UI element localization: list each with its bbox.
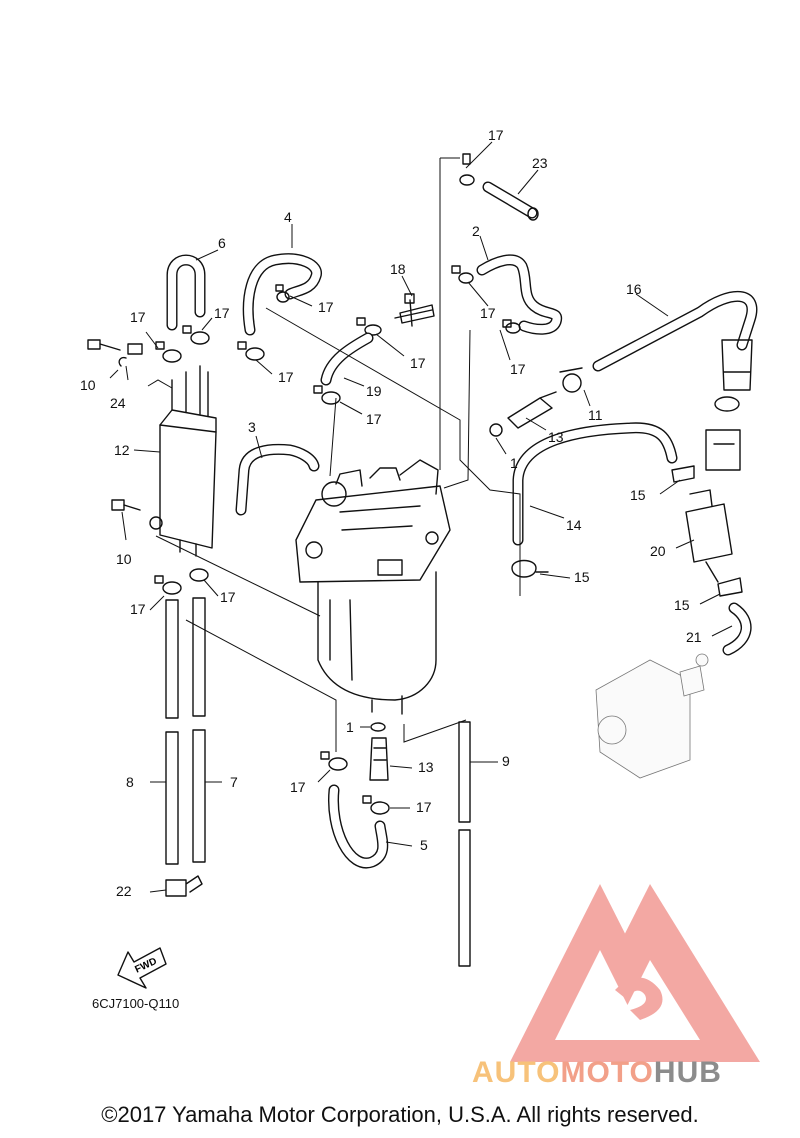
- hose-3: [235, 443, 320, 516]
- hose-2: [476, 254, 563, 335]
- hose-clip-17-3: [502, 319, 521, 334]
- callout-2: 2: [472, 223, 480, 239]
- callout-17: 17: [480, 305, 496, 321]
- callout-12: 12: [114, 442, 130, 458]
- clamp-24: [118, 343, 143, 367]
- callout-3: 3: [248, 419, 256, 435]
- hose-clip-17-12: [320, 751, 348, 771]
- hose-clip-17-6: [275, 284, 290, 303]
- hose-7: [192, 597, 206, 863]
- callout-17: 17: [130, 601, 146, 617]
- callout-17: 17: [214, 305, 230, 321]
- callout-17: 17: [278, 369, 294, 385]
- callout-15: 15: [574, 569, 590, 585]
- hose-clip-17-7: [155, 341, 182, 363]
- callout-17: 17: [510, 361, 526, 377]
- callout-17: 17: [366, 411, 382, 427]
- o-ring-1-upper: [489, 423, 503, 437]
- callout-13: 13: [548, 429, 564, 445]
- watermark-auto: AUTO: [472, 1056, 561, 1089]
- watermark-moto: MOTO: [560, 1056, 654, 1089]
- fuel-pump-assembly: [295, 459, 451, 715]
- hose-14: [512, 422, 678, 546]
- callout-15: 15: [630, 487, 646, 503]
- callout-13: 13: [418, 759, 434, 775]
- callout-4: 4: [284, 209, 292, 225]
- callout-17: 17: [220, 589, 236, 605]
- hose-clip-17-13: [362, 795, 390, 815]
- hose-8: [165, 599, 179, 865]
- hose-5: [327, 784, 389, 869]
- callout-15: 15: [674, 597, 690, 613]
- fwd-arrow-icon: [117, 947, 167, 989]
- callout-17: 17: [416, 799, 432, 815]
- hose-4: [242, 253, 322, 336]
- copyright-notice: ©2017 Yamaha Motor Corporation, U.S.A. A…: [101, 1102, 699, 1127]
- callout-17: 17: [410, 355, 426, 371]
- low-pressure-pump-ghost: [595, 653, 709, 779]
- hose-clip-17-4: [356, 317, 382, 336]
- callout-9: 9: [502, 753, 510, 769]
- joint-18: [394, 293, 435, 327]
- joint-stub-right: [705, 429, 741, 471]
- callout-22: 22: [116, 883, 132, 899]
- callout-16: 16: [626, 281, 642, 297]
- hose-clip-15-c: [717, 577, 743, 597]
- hose-clip-17-2: [451, 265, 474, 284]
- fwd-label: FWD: [133, 956, 158, 976]
- callout-24: 24: [110, 395, 126, 411]
- callout-21: 21: [686, 629, 702, 645]
- hose-clip-17-8: [182, 325, 210, 345]
- o-ring-1-lower: [370, 722, 386, 732]
- callout-10: 10: [80, 377, 96, 393]
- callout-14: 14: [566, 517, 582, 533]
- callout-5: 5: [420, 837, 428, 853]
- callout-17: 17: [130, 309, 146, 325]
- hose-6: [166, 254, 206, 331]
- bolt-10-top: [87, 339, 121, 351]
- hose-16: [592, 291, 758, 412]
- fuel-filter-20: [685, 489, 733, 583]
- bolt-10-bottom: [111, 499, 163, 530]
- callout-17: 17: [290, 779, 306, 795]
- joint-13-lower: [369, 737, 389, 781]
- callout-17: 17: [318, 299, 334, 315]
- hose-23: [482, 181, 539, 221]
- watermark-text: AUTOMOTOHUB: [472, 1056, 722, 1090]
- vapor-separator-12: [159, 365, 217, 557]
- watermark-logo: [510, 884, 760, 1062]
- callout-19: 19: [366, 383, 382, 399]
- hose-clip-17-9: [237, 341, 265, 361]
- hose-clip-17-top: [459, 153, 475, 186]
- hose-9: [458, 721, 471, 967]
- hose-19: [320, 332, 374, 386]
- hose-clip-17-10: [154, 575, 182, 595]
- hose-clip-11: [559, 367, 583, 393]
- joint-22: [165, 875, 203, 897]
- hose-clip-15-b: [671, 465, 695, 483]
- hose-clip-15-a: [511, 559, 549, 578]
- callout-18: 18: [390, 261, 406, 277]
- hose-clip-17-11: [189, 568, 209, 582]
- callout-17: 17: [488, 127, 504, 143]
- callout-23: 23: [532, 155, 548, 171]
- hose-clip-17-5: [313, 385, 341, 405]
- callout-11: 11: [588, 407, 603, 423]
- callout-1: 1: [510, 455, 518, 471]
- callout-8: 8: [126, 774, 134, 790]
- watermark-hub: HUB: [653, 1056, 722, 1089]
- callout-6: 6: [218, 235, 226, 251]
- callout-10: 10: [116, 551, 132, 567]
- joint-13-upper: [507, 391, 557, 429]
- callout-1: 1: [346, 719, 354, 735]
- hose-21: [722, 602, 752, 656]
- callout-7: 7: [230, 774, 238, 790]
- callout-20: 20: [650, 543, 666, 559]
- diagram-code: 6CJ7100-Q110: [92, 996, 180, 1011]
